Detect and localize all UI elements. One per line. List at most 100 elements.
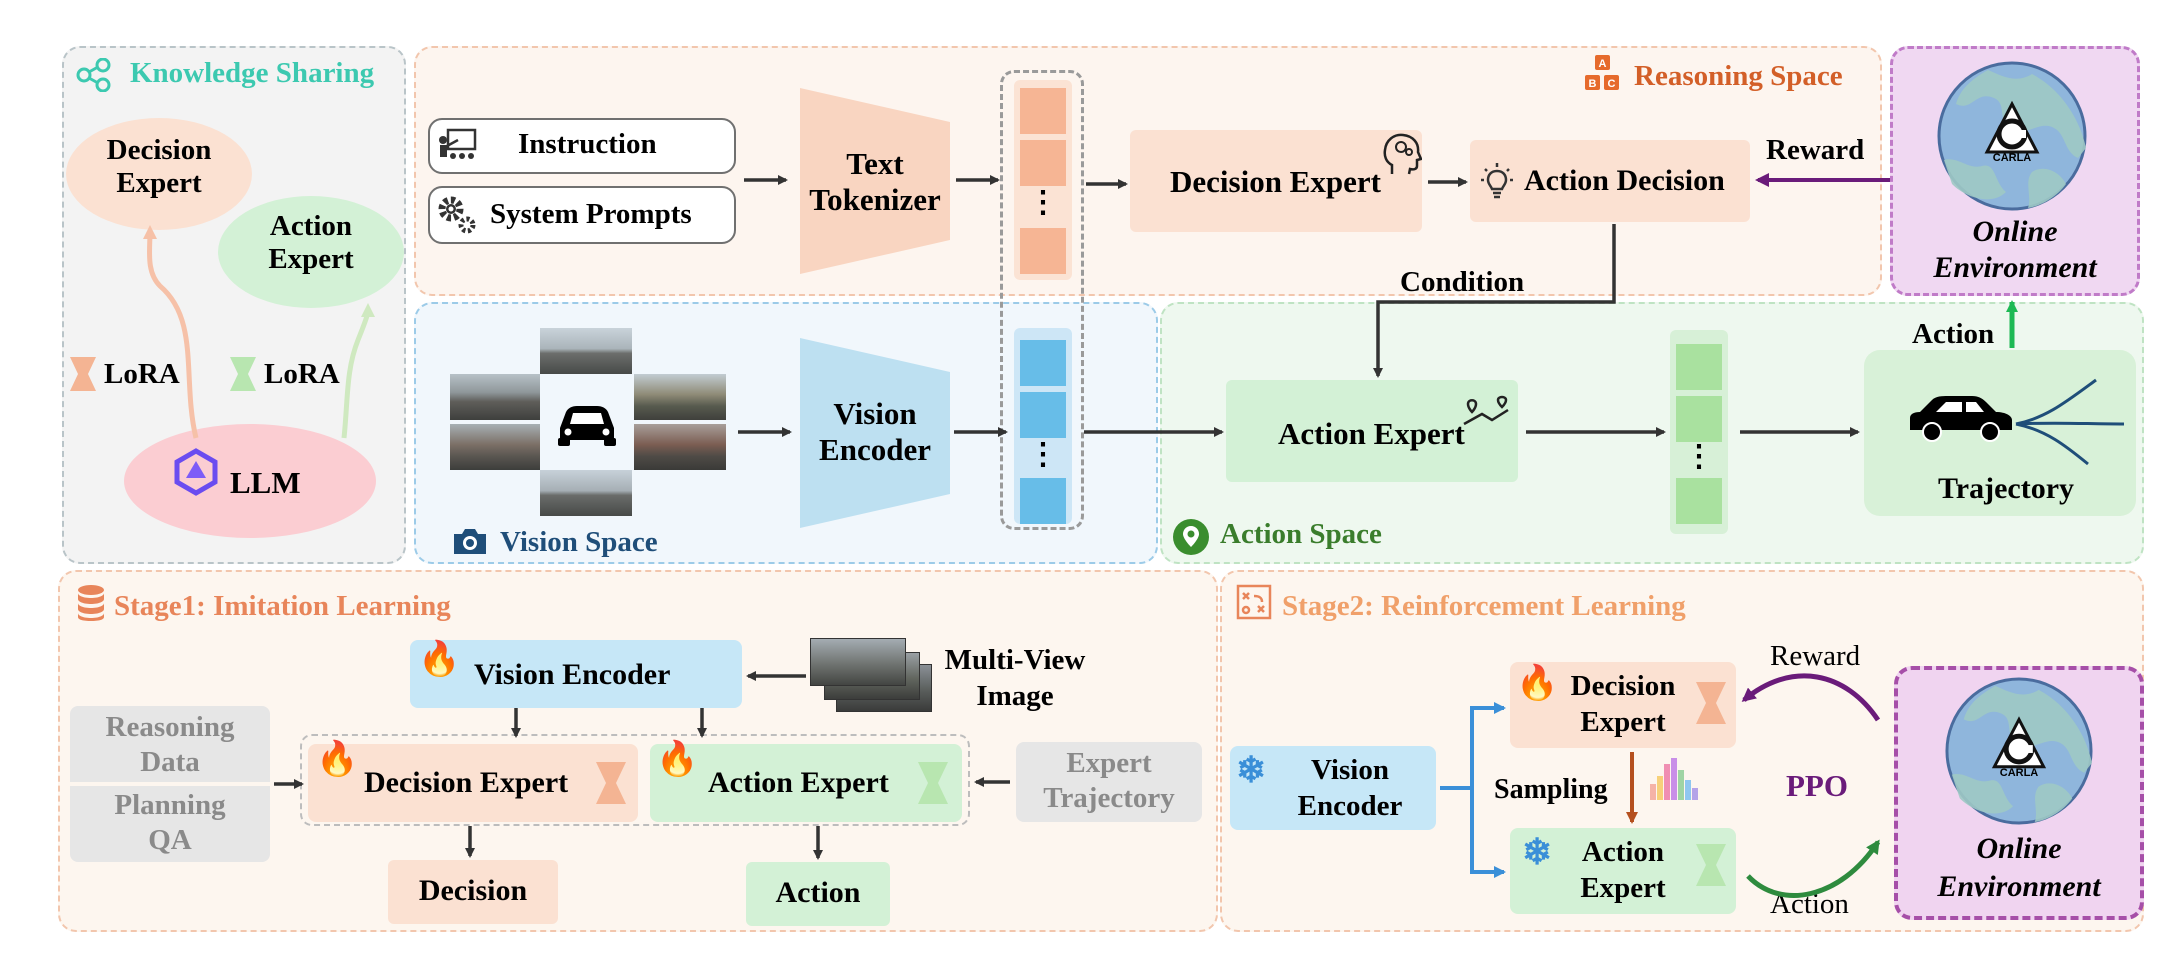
ks-decision-expert-ellipse [66, 118, 252, 230]
system-prompts-box [428, 186, 736, 244]
share-icon [76, 58, 111, 92]
llm-logo-icon [174, 448, 218, 496]
expert-trajectory-label: Expert Trajectory [1043, 747, 1175, 814]
trajectory-box [1864, 350, 2136, 516]
ks-llm-label: LLM [230, 465, 301, 500]
svg-text:B: B [1589, 78, 1597, 90]
s2-vision-encoder-label: Vision Encoder [1297, 754, 1403, 823]
svg-text:C: C [1608, 78, 1616, 90]
s1-action-output-box [746, 862, 890, 926]
s2-online-environment-label: Online Environment [1937, 832, 2101, 903]
s2-decision-expert-label: Decision Expert [1570, 670, 1676, 739]
text-token-dots: ⋮ [1028, 186, 1058, 219]
s2-fire-icon-decision: 🔥 [1516, 665, 1559, 702]
action-token-2 [1676, 396, 1722, 442]
ks-decision-expert-label: Decision Expert [106, 134, 212, 200]
planning-qa-box [70, 786, 270, 862]
s1-action-expert-label: Action Expert [708, 766, 889, 799]
carla-globe-icon-top [1937, 61, 2087, 211]
multiview-image-1 [810, 638, 906, 686]
text-token-3 [1020, 228, 1066, 274]
camera-view-front-right [634, 374, 726, 420]
vision-token-dots: ⋮ [1028, 438, 1058, 471]
token-column-outline [1000, 70, 1084, 530]
gears-icon [438, 196, 476, 234]
action-decision-box [1470, 140, 1750, 222]
database-icon [78, 585, 104, 621]
s2-snowflake-icon-action: ❄ [1522, 832, 1553, 872]
ks-action-expert-label: Action Expert [268, 210, 354, 276]
instruction-label: Instruction [518, 128, 657, 160]
s2-snowflake-icon-vision: ❄ [1236, 750, 1267, 790]
s2-decision-expert-box [1510, 662, 1736, 748]
reasoning-space-title: Reasoning Space [1634, 60, 1843, 92]
vision-space-title: Vision Space [500, 526, 658, 558]
s2-action-expert-box [1510, 828, 1736, 914]
svg-text:A: A [1599, 58, 1607, 70]
s1-fire-icon-action: 🔥 [656, 741, 699, 778]
lora-icon-orange [70, 357, 96, 391]
ks-lora-label-2: LoRA [264, 358, 340, 390]
knowledge-sharing-title: Knowledge Sharing [130, 57, 375, 89]
decision-expert-box [1130, 130, 1422, 232]
vision-token-3 [1020, 478, 1066, 524]
carla-text-top: CARLA [1992, 152, 2032, 164]
s1-decision-output-box [388, 860, 558, 924]
text-token-1 [1020, 88, 1066, 134]
s1-action-expert-box [650, 744, 962, 822]
text-token-2 [1020, 140, 1066, 186]
reward-label-top: Reward [1766, 134, 1865, 166]
s2-lora-icon-orange [1696, 682, 1726, 724]
action-label-top: Action [1912, 318, 1995, 350]
ks-action-expert-ellipse [218, 196, 404, 308]
stage2-title: Stage2: Reinforcement Learning [1282, 590, 1686, 622]
action-expert-label: Action Expert [1278, 416, 1465, 451]
camera-view-front-left [450, 374, 540, 420]
vision-token-2 [1020, 392, 1066, 438]
multiview-image-label: Multi-View Image [944, 644, 1086, 713]
s1-vision-encoder-box [410, 640, 742, 708]
vision-encoder-trapezoid [800, 338, 950, 528]
ppo-label: PPO [1786, 768, 1848, 803]
lora-icon-green [230, 357, 256, 391]
bar-distribution-icon [1650, 758, 1698, 800]
online-environment-label-top: Online Environment [1933, 215, 2097, 284]
camera-view-front [540, 328, 632, 374]
s1-fire-icon-vision: 🔥 [418, 641, 461, 678]
ks-llm-ellipse [124, 424, 376, 538]
abc-blocks-icon: A B C [1585, 55, 1619, 90]
camera-view-left [450, 424, 540, 470]
planning-qa-label: Planning QA [114, 789, 226, 856]
camera-view-right [634, 424, 726, 470]
ks-lora-label-1: LoRA [104, 358, 180, 390]
lightbulb-icon [1481, 163, 1513, 199]
condition-label: Condition [1400, 266, 1525, 298]
carla-globe-icon-s2 [1945, 677, 2093, 825]
car-icon-center [558, 406, 616, 446]
sampling-label: Sampling [1494, 774, 1608, 805]
expert-trajectory-box [1016, 742, 1202, 822]
text-tokenizer-label: Text Tokenizer [809, 146, 941, 217]
map-route-icon [1463, 395, 1509, 426]
s2-reward-label: Reward [1770, 640, 1861, 672]
rl-strategy-icon [1236, 584, 1272, 620]
s1-decision-expert-label: Decision Expert [364, 766, 569, 799]
s1-decision-output-label: Decision [418, 874, 528, 907]
action-token-3 [1676, 478, 1722, 524]
camera-icon [454, 529, 486, 554]
s1-vision-encoder-label: Vision Encoder [474, 658, 671, 691]
trajectory-label: Trajectory [1938, 472, 2075, 505]
vision-encoder-label: Vision Encoder [819, 396, 931, 467]
s1-lora-icon-orange [596, 762, 626, 804]
decision-expert-label: Decision Expert [1170, 164, 1381, 199]
reasoning-data-box [70, 706, 270, 782]
s2-action-expert-label: Action Expert [1580, 836, 1666, 905]
s2-vision-encoder-box [1230, 746, 1436, 830]
action-decision-label: Action Decision [1524, 164, 1725, 197]
carla-text-s2: CARLA [1999, 767, 2039, 779]
s1-action-output-label: Action [775, 876, 861, 909]
action-expert-box [1226, 380, 1518, 482]
camera-view-rear [540, 470, 632, 516]
vision-token-1 [1020, 340, 1066, 386]
s1-decision-expert-box [308, 744, 638, 822]
